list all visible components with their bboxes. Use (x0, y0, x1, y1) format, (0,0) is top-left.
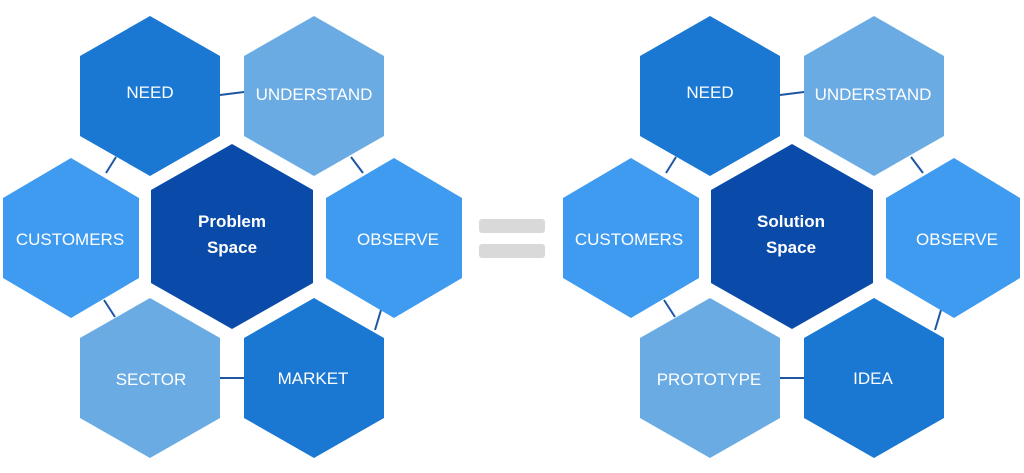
hex-s-customers-shape (563, 158, 699, 318)
hex-market-label: MARKET (278, 369, 349, 388)
hex-need: NEED (80, 16, 220, 176)
hex-s-idea-label: IDEA (853, 369, 893, 388)
hex-s-prototype-label: PROTOTYPE (657, 370, 762, 389)
hex-sector: SECTOR (80, 298, 220, 458)
problem-center-subtitle: Space (207, 238, 257, 257)
connector-understand-observe (350, 156, 364, 174)
hex-s-prototype: PROTOTYPE (640, 298, 780, 458)
problem-space-cluster: NEED UNDERSTAND CUSTOMERS Problem Space … (3, 16, 462, 458)
hex-sector-shape (80, 298, 220, 458)
hex-s-need: NEED (640, 16, 780, 176)
hex-customers-shape (3, 158, 139, 318)
solution-center-subtitle: Space (766, 238, 816, 257)
hex-observe-shape (326, 158, 462, 318)
connector-need-understand (219, 91, 245, 96)
hex-observe: OBSERVE (326, 158, 462, 318)
hex-sector-label: SECTOR (116, 370, 187, 389)
hex-s-observe-shape (886, 158, 1020, 318)
connector-s-customers-prototype (663, 299, 676, 318)
hex-customers-label: CUSTOMERS (16, 230, 124, 249)
connector-s-need-customers (665, 156, 677, 174)
hex-market: MARKET (244, 298, 384, 458)
hex-s-need-label: NEED (686, 83, 733, 102)
hex-s-customers-label: CUSTOMERS (575, 230, 683, 249)
hex-understand-label: UNDERSTAND (256, 85, 373, 104)
hex-customers: CUSTOMERS (3, 158, 139, 318)
hex-understand: UNDERSTAND (244, 16, 384, 176)
equals-bar-top (479, 219, 545, 233)
hex-solution-center: Solution Space (711, 144, 873, 329)
hex-need-label: NEED (126, 83, 173, 102)
hex-s-prototype-shape (640, 298, 780, 458)
hex-s-need-shape (640, 16, 780, 176)
equals-sign (479, 219, 545, 258)
connector-s-observe-idea (934, 309, 942, 331)
problem-connectors (103, 91, 382, 379)
connector-customers-sector (103, 299, 116, 318)
connector-s-understand-observe (910, 156, 924, 174)
problem-center-title: Problem (198, 212, 266, 231)
hex-s-understand: UNDERSTAND (804, 16, 944, 176)
solution-connectors (663, 91, 942, 379)
solution-space-cluster: NEED UNDERSTAND CUSTOMERS Solution Space… (563, 16, 1020, 458)
hex-s-understand-label: UNDERSTAND (815, 85, 932, 104)
connector-s-need-understand (779, 91, 805, 96)
solution-center-title: Solution (757, 212, 825, 231)
hex-s-observe: OBSERVE (886, 158, 1020, 318)
hex-s-customers: CUSTOMERS (563, 158, 699, 318)
hex-s-observe-label: OBSERVE (916, 230, 998, 249)
connector-observe-market (374, 309, 382, 331)
hex-observe-label: OBSERVE (357, 230, 439, 249)
equals-bar-bottom (479, 244, 545, 258)
hex-s-understand-shape (804, 16, 944, 176)
connector-need-customers (105, 156, 117, 174)
hex-problem-center-shape (151, 144, 313, 329)
hex-s-idea-shape (804, 298, 944, 458)
hex-need-shape (80, 16, 220, 176)
hex-s-idea: IDEA (804, 298, 944, 458)
hex-problem-center: Problem Space (151, 144, 313, 329)
hex-understand-shape (244, 16, 384, 176)
hex-market-shape (244, 298, 384, 458)
hex-solution-center-shape (711, 144, 873, 329)
